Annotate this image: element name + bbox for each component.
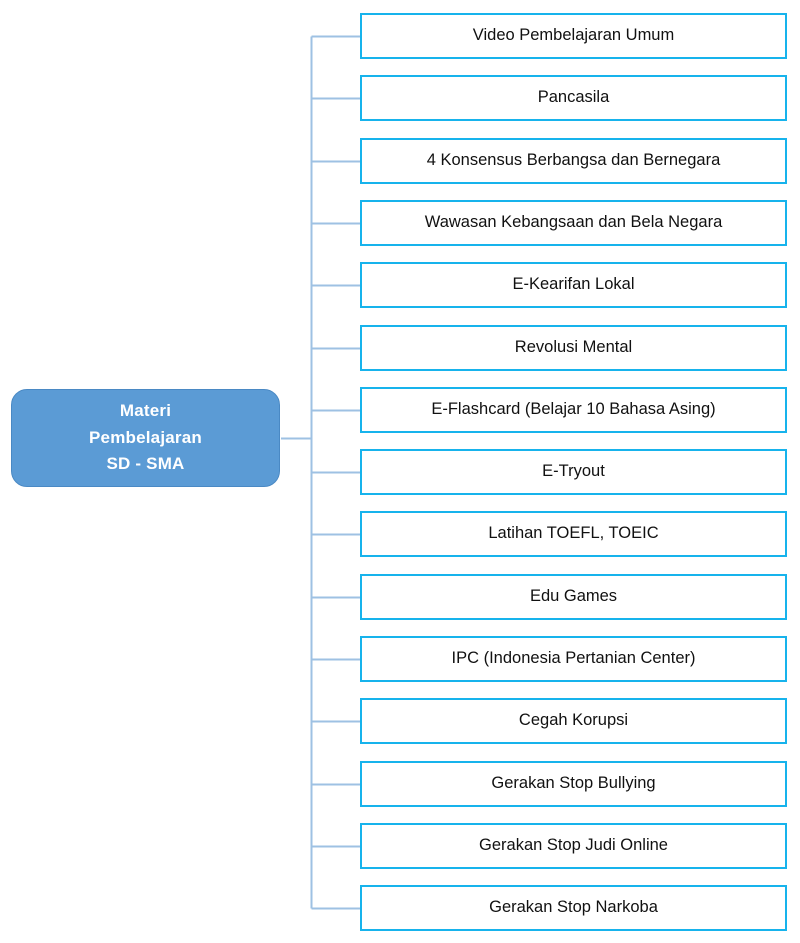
leaf-node[interactable]: E-Tryout (360, 449, 787, 496)
leaf-node-label: Edu Games (529, 586, 618, 605)
leaf-node[interactable]: Cegah Korupsi (360, 698, 787, 745)
leaf-node[interactable]: Revolusi Mental (360, 324, 787, 371)
leaf-node[interactable]: Edu Games (360, 573, 787, 620)
leaf-node-label: Gerakan Stop Judi Online (479, 835, 668, 854)
leaf-node-label: E-Tryout (542, 462, 605, 481)
leaf-node-label: 4 Konsensus Berbangsa dan Bernegara (426, 150, 721, 169)
leaf-node[interactable]: Pancasila (360, 75, 787, 122)
leaf-node-label: Wawasan Kebangsaan dan Bela Negara (424, 212, 723, 231)
leaf-node[interactable]: 4 Konsensus Berbangsa dan Bernegara (360, 137, 787, 184)
leaf-node-label: E-Flashcard (Belajar 10 Bahasa Asing) (431, 399, 716, 418)
leaf-node-label: IPC (Indonesia Pertanian Center) (451, 649, 696, 668)
root-node-label: Materi Pembelajaran SD - SMA (89, 401, 202, 474)
leaf-node-label: Latihan TOEFL, TOEIC (488, 524, 659, 543)
leaf-node[interactable]: Latihan TOEFL, TOEIC (360, 511, 787, 558)
leaf-node-label: E-Kearifan Lokal (512, 275, 635, 294)
leaf-node-label: Video Pembelajaran Umum (472, 26, 675, 45)
leaf-node-label: Gerakan Stop Narkoba (489, 898, 658, 917)
leaf-node[interactable]: Video Pembelajaran Umum (360, 13, 787, 59)
leaf-node[interactable]: Wawasan Kebangsaan dan Bela Negara (360, 199, 787, 246)
leaf-node-label: Pancasila (537, 88, 610, 107)
leaf-node-label: Revolusi Mental (514, 337, 633, 356)
leaf-node-label: Gerakan Stop Bullying (491, 773, 656, 792)
leaf-node[interactable]: E-Flashcard (Belajar 10 Bahasa Asing) (360, 386, 787, 433)
leaf-node[interactable]: Gerakan Stop Narkoba (360, 885, 787, 932)
leaf-node-label: Cegah Korupsi (518, 711, 629, 730)
leaf-node[interactable]: E-Kearifan Lokal (360, 262, 787, 309)
leaf-node[interactable]: IPC (Indonesia Pertanian Center) (360, 636, 787, 682)
root-node[interactable]: Materi Pembelajaran SD - SMA (11, 389, 280, 487)
leaf-node[interactable]: Gerakan Stop Judi Online (360, 822, 787, 869)
leaf-node[interactable]: Gerakan Stop Bullying (360, 760, 787, 807)
